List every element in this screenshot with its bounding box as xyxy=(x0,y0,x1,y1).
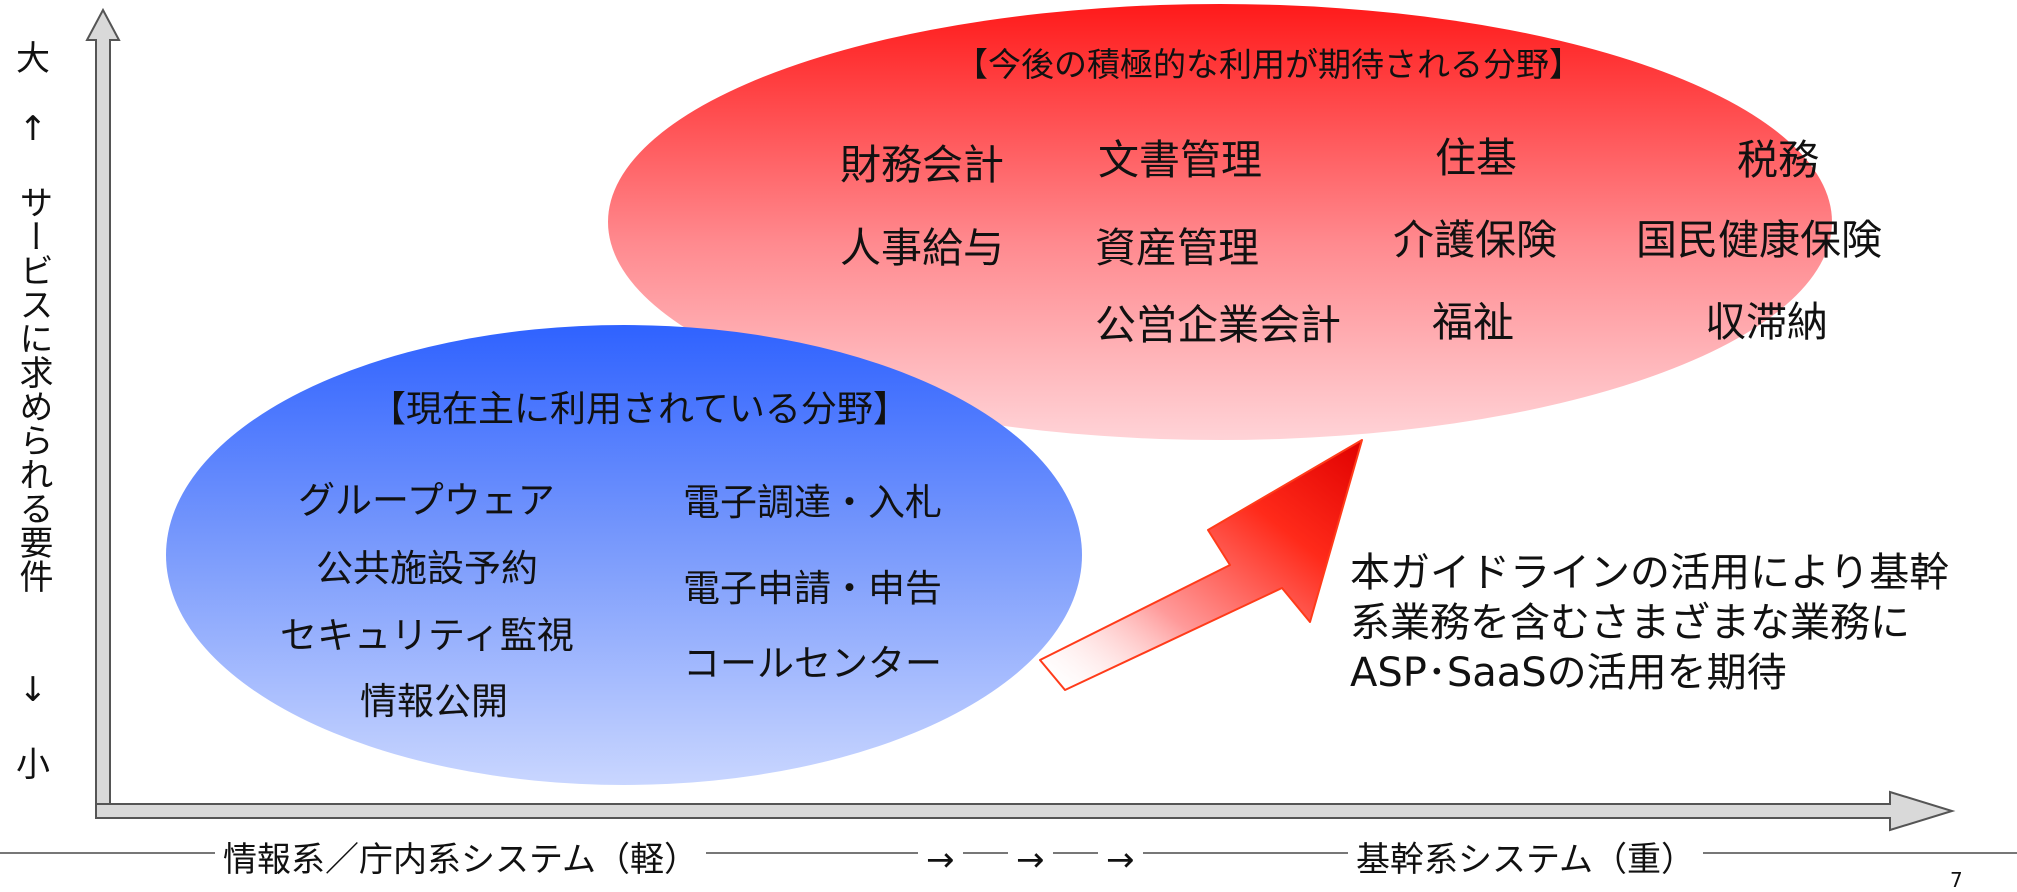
future-field-item: 人事給与 xyxy=(840,224,1004,272)
current-field-item: 電子調達・入札 xyxy=(683,481,942,524)
future-fields-ellipse xyxy=(608,4,1832,440)
current-field-item: コールセンター xyxy=(683,642,942,685)
expectation-note: 本ガイドラインの活用により基幹系業務を含むさまざまな業務にASP･SaaSの活用… xyxy=(1350,550,1950,696)
current-field-item: 電子申請・申告 xyxy=(683,567,942,610)
page-number: 7 xyxy=(1950,868,1963,892)
future-fields-title: 【今後の積極的な利用が期待される分野】 xyxy=(955,45,1582,84)
future-field-item: 介護保険 xyxy=(1393,216,1557,264)
future-field-item: 公営企業会計 xyxy=(1095,301,1341,349)
future-field-item: 収滞納 xyxy=(1705,298,1828,346)
current-fields-ellipse xyxy=(166,325,1082,785)
horizontal-axis-arrow xyxy=(95,790,1956,832)
y-axis-up-arrow: ↑ xyxy=(18,109,48,149)
current-field-item: 情報公開 xyxy=(360,680,508,723)
y-axis-down-arrow: ↓ xyxy=(18,670,48,710)
y-axis-bottom-label: 小 xyxy=(16,745,50,785)
future-field-item: 文書管理 xyxy=(1098,136,1262,184)
future-field-item: 国民健康保険 xyxy=(1636,216,1882,264)
future-field-item: 福祉 xyxy=(1432,298,1514,346)
current-field-item: セキュリティ監視 xyxy=(280,614,574,657)
x-axis-arrow-2: → xyxy=(1008,843,1053,877)
future-field-item: 資産管理 xyxy=(1095,224,1259,272)
x-axis-arrow-1: → xyxy=(918,843,963,877)
x-axis-left-label: 情報系／庁内系システム（軽） xyxy=(215,843,706,877)
growth-arrow xyxy=(1039,439,1363,691)
x-axis-arrow-3: → xyxy=(1098,843,1143,877)
y-axis-label: サービスに求められる要件 xyxy=(13,185,53,593)
current-field-item: グループウェア xyxy=(298,479,555,522)
current-field-item: 公共施設予約 xyxy=(316,547,538,590)
future-field-item: 住基 xyxy=(1435,134,1517,182)
x-axis-right-label: 基幹系システム（重） xyxy=(1348,843,1703,877)
current-fields-title: 【現在主に利用されている分野】 xyxy=(370,389,909,430)
future-field-item: 税務 xyxy=(1737,136,1819,184)
vertical-axis-arrow xyxy=(85,7,121,816)
future-field-item: 財務会計 xyxy=(840,141,1004,189)
y-axis-top-label: 大 xyxy=(16,39,50,79)
